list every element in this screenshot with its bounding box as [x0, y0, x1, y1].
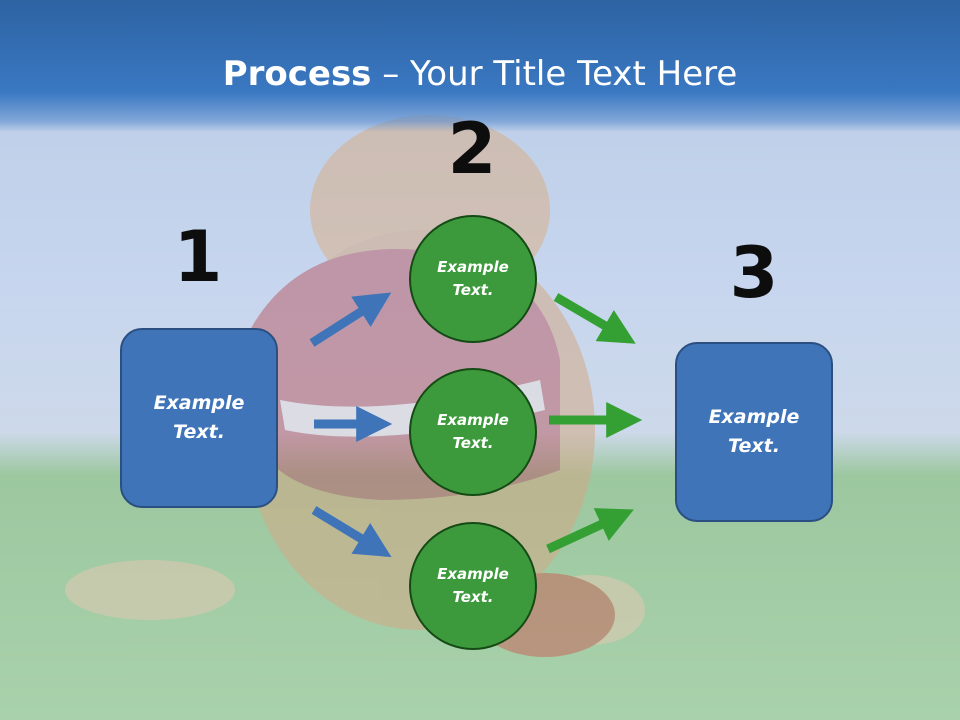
arrow-left-to-top: [309, 292, 392, 347]
circle-top-line2: Text.: [452, 281, 494, 299]
title-bold: Process: [222, 54, 372, 94]
right-box-line1: Example: [708, 406, 800, 428]
circle-middle: Example Text.: [409, 368, 537, 496]
title-band: [0, 0, 960, 132]
right-box: Example Text.: [675, 342, 833, 522]
slide-title: Process – Your Title Text Here: [0, 54, 960, 94]
circle-bottom-line2: Text.: [452, 588, 494, 606]
arrow-bottom-to-right: [546, 508, 634, 554]
arrow-left-to-bottom: [311, 506, 392, 558]
arrow-top-to-right: [553, 293, 636, 344]
circle-middle-line1: Example: [437, 411, 509, 429]
left-box-line1: Example: [153, 392, 245, 414]
circle-top: Example Text.: [409, 215, 537, 343]
left-box: Example Text.: [120, 328, 278, 508]
step-number-2: 2: [447, 108, 497, 190]
circle-bottom: Example Text.: [409, 522, 537, 650]
title-rest: – Your Title Text Here: [371, 54, 738, 94]
step-number-1: 1: [173, 216, 223, 298]
circle-top-line1: Example: [437, 258, 509, 276]
left-box-line2: Text.: [173, 421, 225, 443]
right-box-line2: Text.: [728, 435, 780, 457]
step-number-3: 3: [729, 232, 779, 314]
circle-bottom-line1: Example: [437, 565, 509, 583]
circle-middle-line2: Text.: [452, 434, 494, 452]
